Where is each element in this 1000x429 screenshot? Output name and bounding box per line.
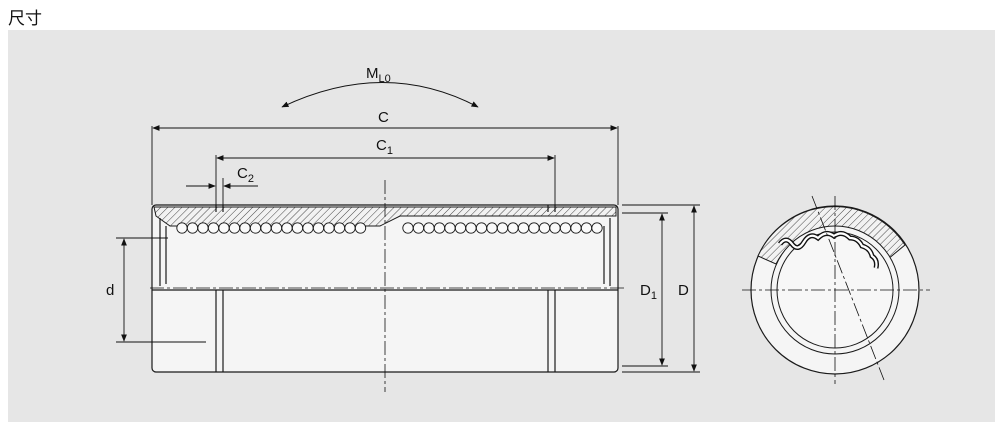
ball — [559, 222, 572, 234]
ball — [433, 222, 446, 234]
ball — [423, 222, 435, 234]
ball — [176, 222, 188, 234]
ball — [538, 222, 551, 234]
ball — [591, 222, 603, 234]
ball — [528, 222, 540, 234]
ball — [412, 222, 425, 234]
ball — [444, 222, 456, 234]
ball — [507, 222, 519, 234]
ball — [239, 222, 251, 234]
label-c: C — [378, 109, 389, 126]
ball — [218, 222, 230, 234]
ball — [344, 222, 356, 234]
ball — [496, 222, 509, 234]
ball — [302, 222, 314, 234]
ball — [333, 222, 346, 234]
ball — [270, 222, 283, 234]
ball — [291, 222, 304, 234]
ball — [465, 222, 477, 234]
ball — [260, 222, 272, 234]
ball — [312, 222, 325, 234]
label-d-outer: D — [678, 282, 689, 299]
ball — [475, 222, 488, 234]
ball — [354, 222, 367, 234]
ball — [249, 222, 262, 234]
ball — [549, 222, 561, 234]
ball — [517, 222, 530, 234]
ball — [186, 222, 199, 234]
ball — [207, 222, 220, 234]
moment-arc — [281, 82, 479, 108]
ball — [580, 222, 593, 234]
ball — [402, 222, 414, 234]
label-d1: D1 — [640, 282, 657, 302]
ball — [454, 222, 467, 234]
ball — [228, 222, 241, 234]
ball — [323, 222, 335, 234]
ball — [570, 222, 582, 234]
label-c2: C2 — [237, 165, 254, 185]
ball — [197, 222, 209, 234]
ball — [281, 222, 293, 234]
page-title: 尺寸 — [8, 9, 42, 29]
ball-rows — [176, 222, 603, 234]
ball — [486, 222, 498, 234]
label-d-inner: d — [106, 282, 114, 299]
label-c1: C1 — [376, 137, 393, 157]
end-view-slot-axis — [811, 195, 885, 381]
label-ml0: ML0 — [366, 65, 391, 85]
